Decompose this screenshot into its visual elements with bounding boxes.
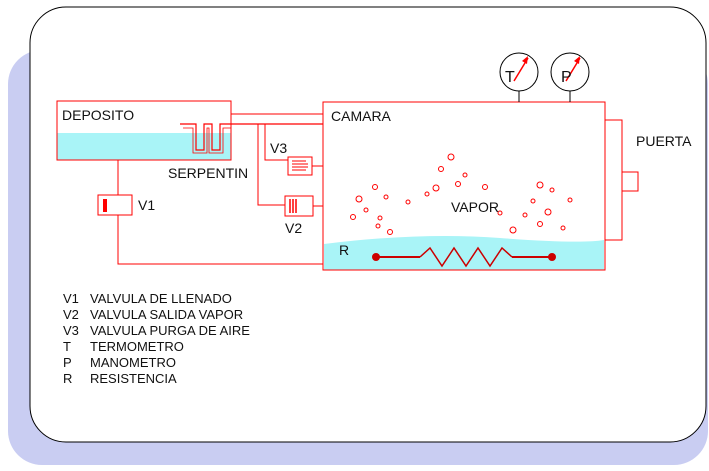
legend-code: V3 [63,323,79,338]
puerta-label: PUERTA [636,133,692,149]
resistance-heater-icon [372,246,556,268]
card [29,6,707,443]
serpentin-coil-inner [183,127,231,154]
r-label: R [339,242,349,258]
p-label: P [561,69,572,86]
v3-pipe [264,124,288,161]
v1-valve-icon [103,199,107,212]
chamber-water [324,236,604,270]
legend-text: VALVULA SALIDA VAPOR [90,307,243,322]
legend-text: VALVULA PURGA DE AIRE [90,323,250,338]
legend-text: RESISTENCIA [90,371,177,386]
vapor-label: VAPOR [451,199,499,215]
serpentin-label: SERPENTIN [168,165,248,181]
thermometer-gauge-icon [499,52,539,102]
legend-text: MANOMETRO [90,355,176,370]
vapor-bubbles [350,153,573,235]
v3-valve[interactable] [287,156,313,176]
v2-valve-icon [289,199,297,213]
manometer-gauge-icon [550,52,590,102]
puerta-handle[interactable] [621,171,639,192]
deposito-tank [56,100,232,161]
legend: V1 VALVULA DE LLENADO V2 VALVULA SALIDA … [63,291,250,386]
v2-label: V2 [285,220,302,236]
puerta-door[interactable] [604,119,623,241]
t-label: T [505,69,515,86]
v1-label: V1 [138,197,155,213]
legend-code: V1 [63,291,79,306]
v2-pipe [257,124,285,206]
legend-code: P [63,355,72,370]
legend-code: V2 [63,307,79,322]
v3-label: V3 [270,140,287,156]
v3-valve-icon [292,160,308,171]
legend-code: R [63,371,72,386]
v1-pipe-bottom [117,215,323,265]
camara-label: CAMARA [331,108,392,124]
serpentin-coil [180,123,323,151]
deposito-label: DEPOSITO [62,107,134,123]
legend-code: T [63,339,71,354]
v2-valve[interactable] [284,195,314,217]
deposito-water [57,133,231,160]
legend-text: TERMOMETRO [90,339,184,354]
legend-text: VALVULA DE LLENADO [90,291,232,306]
